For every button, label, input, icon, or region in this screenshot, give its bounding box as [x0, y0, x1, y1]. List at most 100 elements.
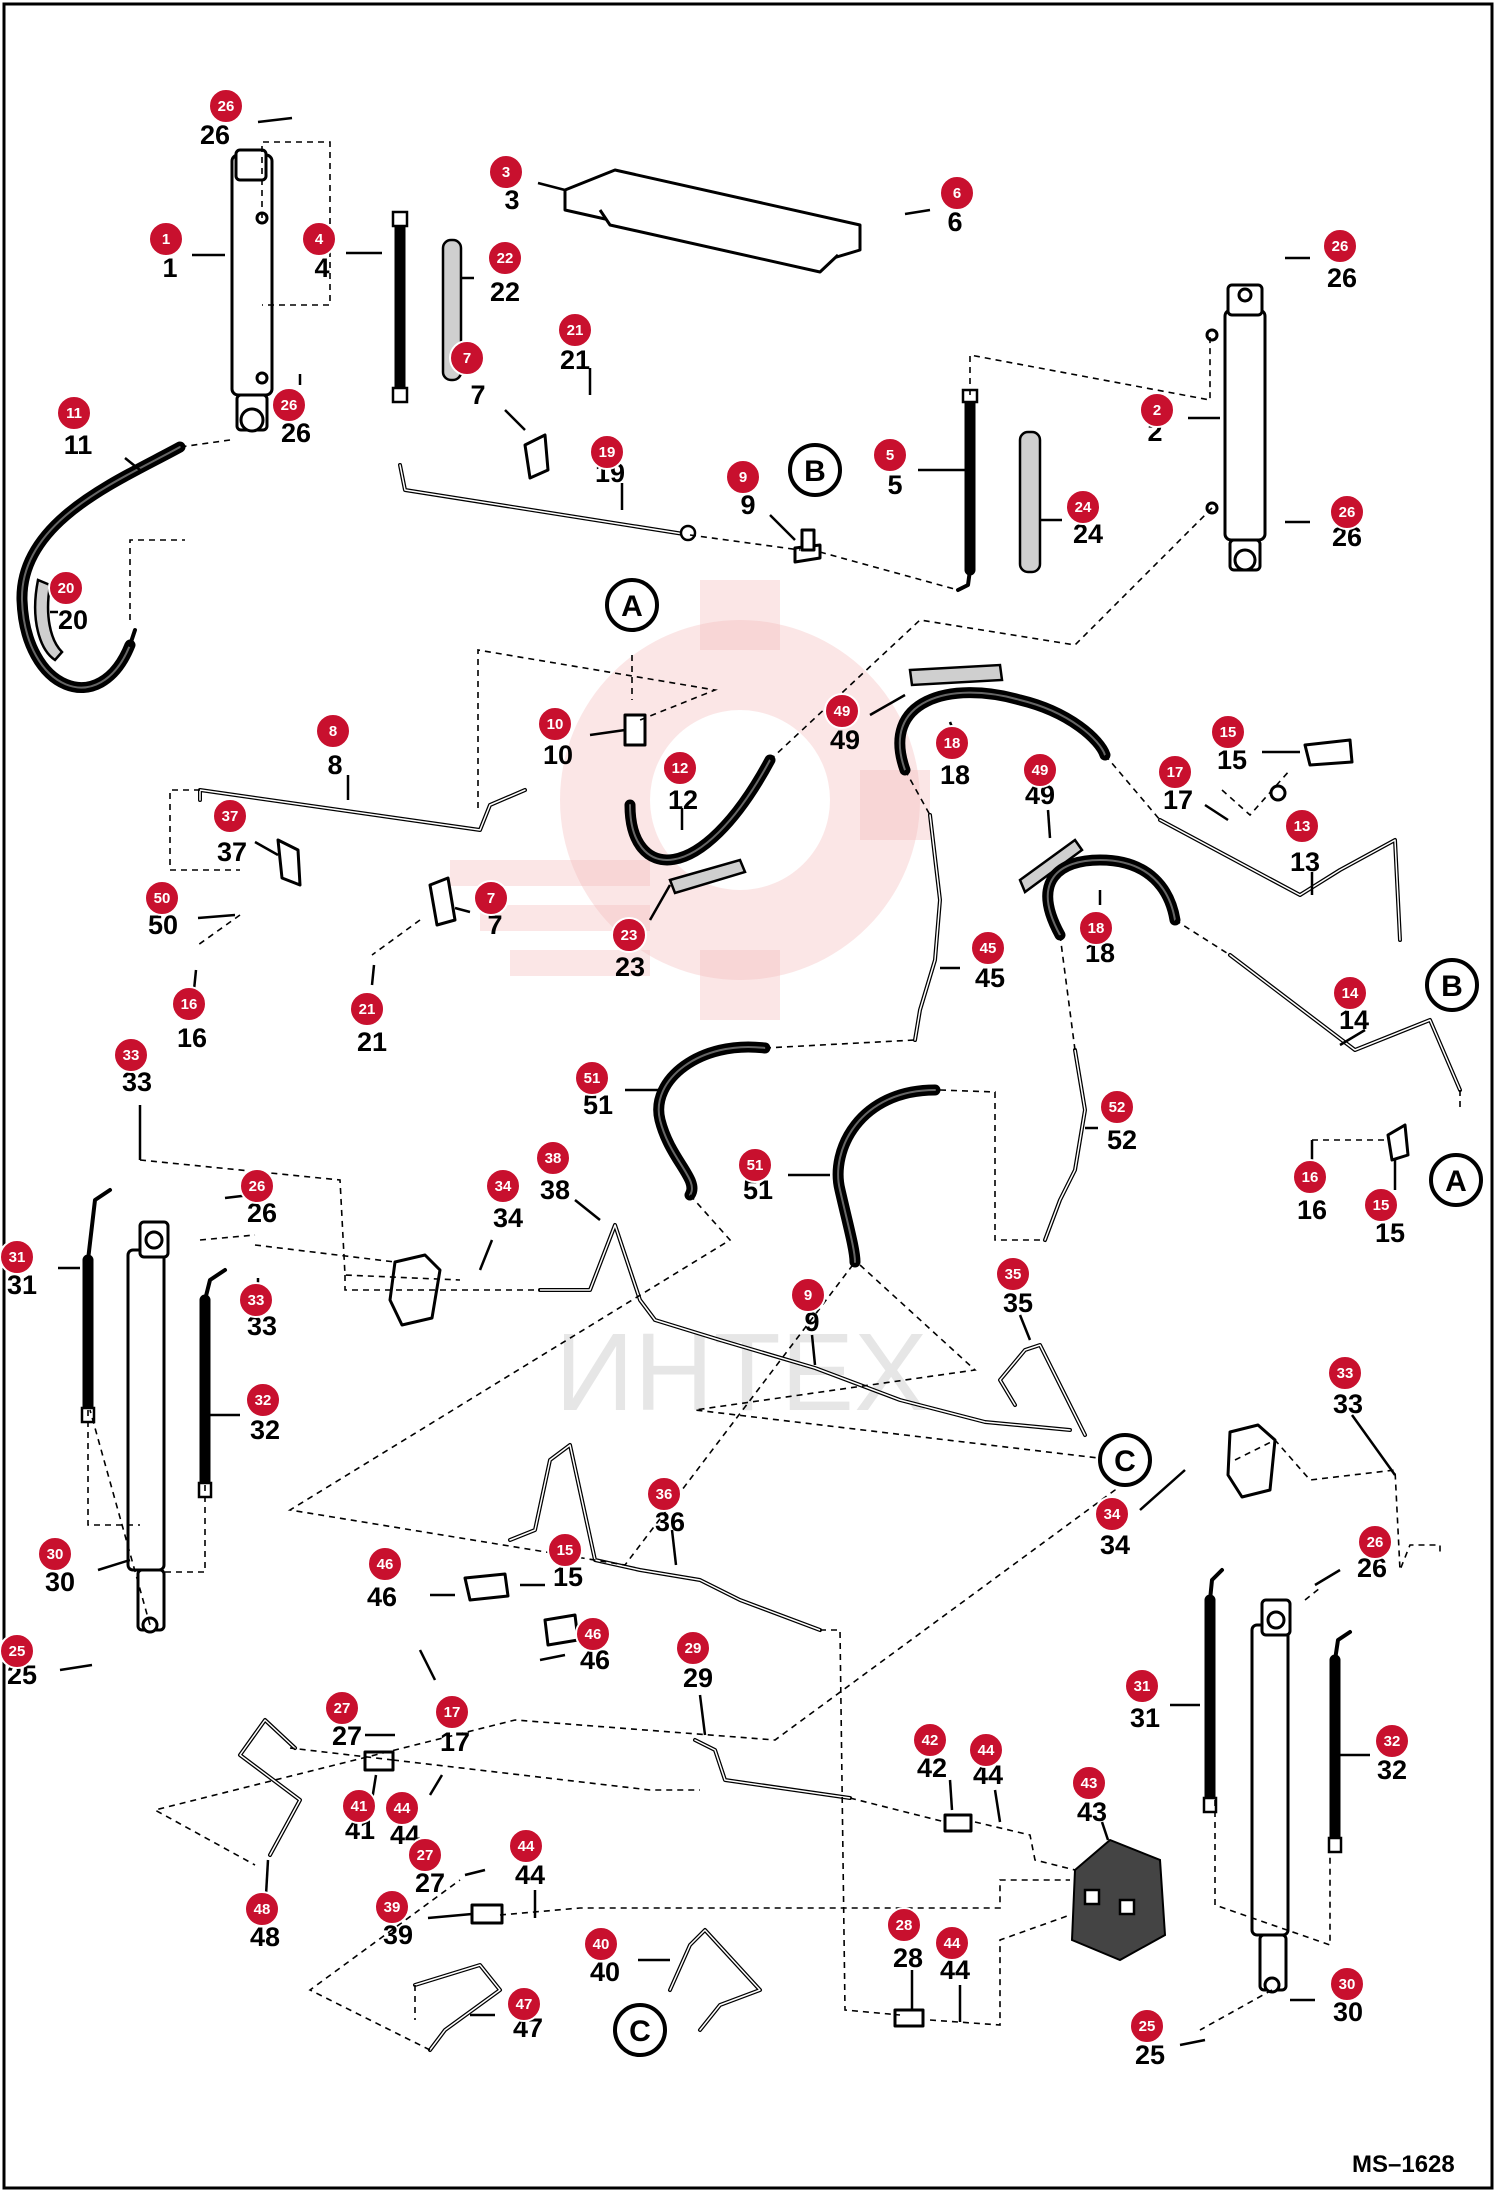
sleeve-49-mid	[1018, 838, 1084, 894]
leader-line	[904, 208, 931, 216]
part-number: 26	[200, 120, 230, 150]
badge-circle	[547, 1532, 583, 1568]
badge-number: 42	[922, 1732, 939, 1749]
badge-circle	[315, 713, 351, 749]
badge-circle	[1065, 489, 1101, 525]
part-number: 13	[1290, 847, 1320, 877]
watermark-gear-tooth	[700, 580, 780, 650]
badge-circle	[148, 221, 184, 257]
part-number: 26	[281, 418, 311, 448]
badge-number: 41	[351, 1798, 368, 1815]
tube-48	[238, 1718, 302, 1857]
reference-markers: B A B A C C	[605, 443, 1483, 2057]
badge-number: 15	[1220, 724, 1237, 741]
reference-A-right: A	[1429, 1153, 1483, 1207]
callout-13: 13 13	[1284, 808, 1320, 895]
badge-circle	[208, 88, 244, 124]
tube-13	[1158, 818, 1402, 942]
part-number: 11	[64, 430, 93, 460]
callout-7: 77	[449, 340, 526, 431]
badge-number: 43	[1081, 1775, 1098, 1792]
badge-number: 45	[980, 940, 997, 957]
badge-number: 25	[9, 1643, 26, 1660]
tube-47	[413, 1963, 502, 2052]
badge-number: 4	[315, 231, 324, 248]
badge-circle	[48, 570, 84, 606]
badge-number: 26	[249, 1178, 266, 1195]
hose-51-upper	[653, 1041, 771, 1201]
badge-circle	[589, 434, 625, 470]
part-number: 15	[1217, 745, 1247, 775]
badge-number: 47	[516, 1996, 533, 2013]
badge-circle	[341, 1788, 377, 1824]
badge-circle	[1157, 754, 1193, 790]
part-number: 12	[668, 785, 698, 815]
part-number: 22	[490, 277, 520, 307]
badge-number: 34	[495, 1178, 512, 1195]
part-number: 37	[217, 837, 247, 867]
badge-circle	[968, 1732, 1004, 1768]
reference-B-right: B	[1425, 958, 1479, 1012]
leader-line	[948, 1779, 954, 1811]
hose-18-top	[894, 687, 1111, 776]
part-number: 20	[58, 605, 88, 635]
tube-38	[538, 1223, 1072, 1432]
sleeve-23	[668, 858, 747, 895]
badge-circle	[349, 991, 385, 1027]
badge-circle	[449, 340, 485, 376]
tube-14	[1228, 953, 1462, 1092]
badge-circle	[238, 1282, 274, 1318]
part-number: 36	[655, 1507, 685, 1537]
part-number: 31	[1130, 1703, 1160, 1733]
badge-circle	[886, 1907, 922, 1943]
badge-number: 51	[747, 1157, 764, 1174]
hose-18-mid	[1042, 854, 1181, 941]
badge-number: 16	[181, 996, 198, 1013]
washer	[1269, 784, 1287, 802]
bracket-15-lower	[463, 1572, 510, 1602]
badge-number: 38	[545, 1150, 562, 1167]
badge-number: 22	[497, 250, 514, 267]
part-number: 6	[947, 207, 962, 237]
badge-circle	[662, 750, 698, 786]
part-number: 32	[250, 1415, 280, 1445]
leader-line	[124, 457, 141, 471]
callout-22: 22 22	[460, 240, 523, 307]
tube-32-left	[197, 1268, 227, 1499]
badge-circle	[56, 395, 92, 431]
badge-number: 13	[1294, 818, 1311, 835]
fitting-39	[470, 1903, 504, 1925]
callout-7: 77	[454, 880, 509, 940]
part-number: 32	[1377, 1755, 1407, 1785]
leader-line	[1204, 803, 1229, 822]
badge-number: 18	[944, 735, 961, 752]
svg-text:A: A	[1445, 1165, 1467, 1198]
leader-line	[464, 1868, 486, 1877]
badge-number: 26	[218, 98, 235, 115]
hose-51-lower	[832, 1084, 941, 1268]
part-number: 27	[415, 1868, 445, 1898]
mounting-plate-right	[1226, 1423, 1277, 1499]
part-number: 8	[327, 750, 342, 780]
part-number: 21	[560, 345, 590, 375]
part-number: 38	[540, 1175, 570, 1205]
callout-1: 11	[148, 221, 225, 283]
tube-31-left	[80, 1188, 112, 1424]
cylinder-right-lower	[1250, 1598, 1292, 1994]
badge-number: 16	[1302, 1169, 1319, 1186]
part-number: 45	[975, 963, 1005, 993]
badge-number: 26	[1367, 1534, 1384, 1551]
